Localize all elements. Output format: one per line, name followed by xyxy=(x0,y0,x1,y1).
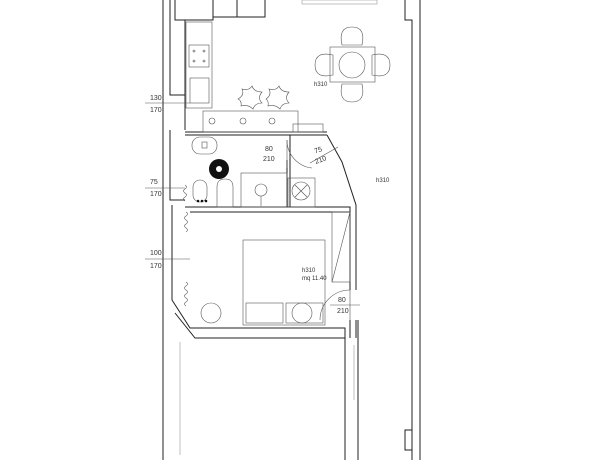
bedroom-door-swing xyxy=(319,289,351,321)
window-width-label: 75 xyxy=(150,179,158,186)
washing-machine-icon xyxy=(287,177,316,208)
living-height-label: h310 xyxy=(376,178,390,184)
walls xyxy=(162,0,421,460)
bathroom-door-swing xyxy=(286,139,313,169)
door-dimension-1: 80 210 xyxy=(263,146,275,163)
sink-icon xyxy=(189,77,210,104)
bathroom-fixtures xyxy=(191,136,316,208)
door-width-label: 80 xyxy=(338,297,346,304)
bed-icon xyxy=(242,239,326,326)
window-height-label: 170 xyxy=(150,107,162,114)
window-width-label: 130 xyxy=(150,95,162,102)
window-dimension-1: 130 170 xyxy=(150,95,162,114)
stool-icon xyxy=(265,85,290,110)
kitchen-counter xyxy=(185,21,213,109)
dining-height-label: h310 xyxy=(314,82,328,88)
door-dimension-2: 75 210 xyxy=(314,146,328,166)
door-width-label: 75 xyxy=(314,146,324,155)
stool-icon xyxy=(237,85,263,110)
door-height-label: 210 xyxy=(337,308,349,315)
toilet-icon xyxy=(216,178,234,208)
bedroom-area-label: mq 11.40 xyxy=(302,276,327,282)
window-dimension-3: 100 170 xyxy=(150,250,162,270)
door-width-label: 80 xyxy=(265,146,273,153)
door-height-label: 210 xyxy=(263,156,275,163)
hob-icon xyxy=(188,44,210,68)
window-dimension-2: 75 170 xyxy=(150,179,162,198)
window-width-label: 100 xyxy=(150,250,162,257)
bidet-icon xyxy=(192,179,208,203)
door-height-label: 210 xyxy=(314,155,327,166)
washbasin-icon xyxy=(191,136,218,155)
window-height-label: 170 xyxy=(150,191,162,198)
window-height-label: 170 xyxy=(150,263,162,270)
bedroom-height-label: h310 xyxy=(302,268,316,274)
dining-table xyxy=(314,26,391,103)
bedroom-furniture xyxy=(200,211,351,326)
door-dimension-3: 80 210 xyxy=(337,297,349,315)
kitchen-island xyxy=(202,85,324,133)
